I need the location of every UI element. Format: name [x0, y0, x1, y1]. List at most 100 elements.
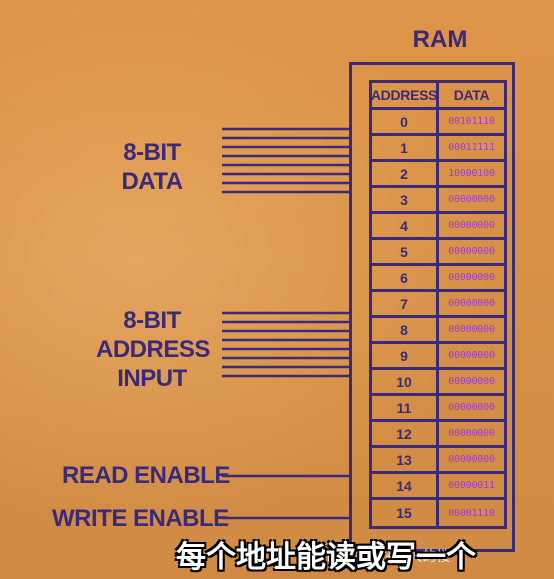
address-bus-label-line-3: INPUT [117, 365, 187, 392]
ram-row: 4 00000000 [372, 214, 504, 240]
ram-row: 12 00000000 [372, 422, 504, 448]
address-bus-label: 8-BIT ADDRESS INPUT [96, 306, 210, 393]
data-bus-label-line-1: 8-BIT [123, 139, 181, 166]
address-value: 10 [396, 373, 412, 390]
data-value: 00000000 [448, 402, 495, 413]
address-cell: 15 [372, 500, 439, 526]
address-cell: 10 [372, 370, 439, 393]
data-cell: 00101110 [439, 110, 504, 133]
data-value: 00000000 [448, 376, 495, 387]
data-cell: 00000000 [439, 344, 504, 367]
address-cell: 11 [372, 396, 439, 419]
address-value: 9 [400, 347, 408, 364]
ram-title: RAM [412, 26, 468, 53]
address-cell: 1 [372, 136, 439, 159]
data-value: 00000000 [448, 220, 495, 231]
ram-row: 7 00000000 [372, 292, 504, 318]
data-value: 00000000 [448, 194, 495, 205]
data-cell: 00000000 [439, 214, 504, 237]
ram-table: ADDRESS DATA 0 00101110 1 00011111 2 10000100… [369, 80, 507, 529]
address-cell: 5 [372, 240, 439, 263]
address-value: 6 [400, 269, 408, 286]
data-header: DATA [453, 87, 490, 103]
address-cell: 3 [372, 188, 439, 211]
address-bus-label-line-1: 8-BIT [123, 307, 181, 334]
address-value: 0 [400, 113, 408, 130]
address-cell: 13 [372, 448, 439, 471]
ram-row: 3 00000000 [372, 188, 504, 214]
address-bus-label-line-2: ADDRESS [96, 336, 210, 363]
data-cell: 00001110 [439, 500, 504, 526]
data-value: 00011111 [448, 142, 495, 153]
data-bus-label-line-2: DATA [121, 168, 183, 195]
address-cell: 9 [372, 344, 439, 367]
ram-row: 5 00000000 [372, 240, 504, 266]
data-cell: 10000100 [439, 162, 504, 185]
data-cell: 00000000 [439, 188, 504, 211]
data-cell: 00000000 [439, 370, 504, 393]
address-value: 8 [400, 321, 408, 338]
data-value: 00000000 [448, 246, 495, 257]
address-cell: 8 [372, 318, 439, 341]
data-value: 00000011 [448, 480, 495, 491]
address-value: 3 [400, 191, 408, 208]
address-cell: 6 [372, 266, 439, 289]
data-value: 00000000 [448, 324, 495, 335]
watermark: CSDN @坐在大大的楼 [308, 549, 451, 565]
data-cell: 00000000 [439, 448, 504, 471]
data-value: 10000100 [448, 168, 495, 179]
data-cell: 00000000 [439, 396, 504, 419]
data-value: 00000000 [448, 428, 495, 439]
read-enable-label: READ ENABLE [62, 462, 230, 489]
address-cell: 12 [372, 422, 439, 445]
data-value: 00101110 [448, 116, 495, 127]
address-value: 5 [400, 243, 408, 260]
ram-chip-outline [349, 62, 515, 552]
ram-row: 1 00011111 [372, 136, 504, 162]
address-value: 13 [396, 451, 412, 468]
ram-row: 8 00000000 [372, 318, 504, 344]
write-enable-label: WRITE ENABLE [52, 505, 229, 532]
data-value: 00000000 [448, 298, 495, 309]
data-cell: 00000000 [439, 422, 504, 445]
address-cell: 7 [372, 292, 439, 315]
address-value: 4 [400, 217, 408, 234]
ram-row: 11 00000000 [372, 396, 504, 422]
data-value: 00001110 [448, 507, 495, 519]
address-cell: 4 [372, 214, 439, 237]
address-cell: 14 [372, 474, 439, 497]
data-value: 00000000 [448, 454, 495, 465]
ram-row: 2 10000100 [372, 162, 504, 188]
data-cell: 00011111 [439, 136, 504, 159]
ram-row: 15 00001110 [372, 500, 504, 526]
address-value: 1 [400, 139, 408, 156]
address-cell: 0 [372, 110, 439, 133]
ram-row: 10 00000000 [372, 370, 504, 396]
address-header: ADDRESS [370, 87, 438, 103]
ram-row: 9 00000000 [372, 344, 504, 370]
address-header-cell: ADDRESS [370, 83, 439, 107]
address-value: 2 [400, 165, 408, 182]
data-value: 00000000 [448, 350, 495, 361]
data-cell: 00000000 [439, 292, 504, 315]
address-value: 12 [396, 425, 412, 442]
ram-row: 14 00000011 [372, 474, 504, 500]
address-value: 11 [396, 399, 412, 416]
data-header-cell: DATA [439, 83, 504, 107]
ram-row: 6 00000000 [372, 266, 504, 292]
data-value: 00000000 [448, 272, 495, 283]
address-value: 7 [400, 295, 408, 312]
video-subtitle: 每个地址能读或写一个 [176, 540, 476, 575]
data-bus-label: 8-BIT DATA [112, 138, 192, 196]
address-value: 15 [396, 505, 412, 521]
ram-row: 13 00000000 [372, 448, 504, 474]
ram-rows: 0 00101110 1 00011111 2 10000100 3 00000000 4 000… [372, 110, 504, 526]
data-cell: 00000000 [439, 318, 504, 341]
data-cell: 00000000 [439, 240, 504, 263]
address-value: 14 [396, 477, 412, 494]
data-cell: 00000011 [439, 474, 504, 497]
ram-row: 0 00101110 [372, 110, 504, 136]
ram-table-header: ADDRESS DATA [370, 83, 504, 110]
data-cell: 00000000 [439, 266, 504, 289]
